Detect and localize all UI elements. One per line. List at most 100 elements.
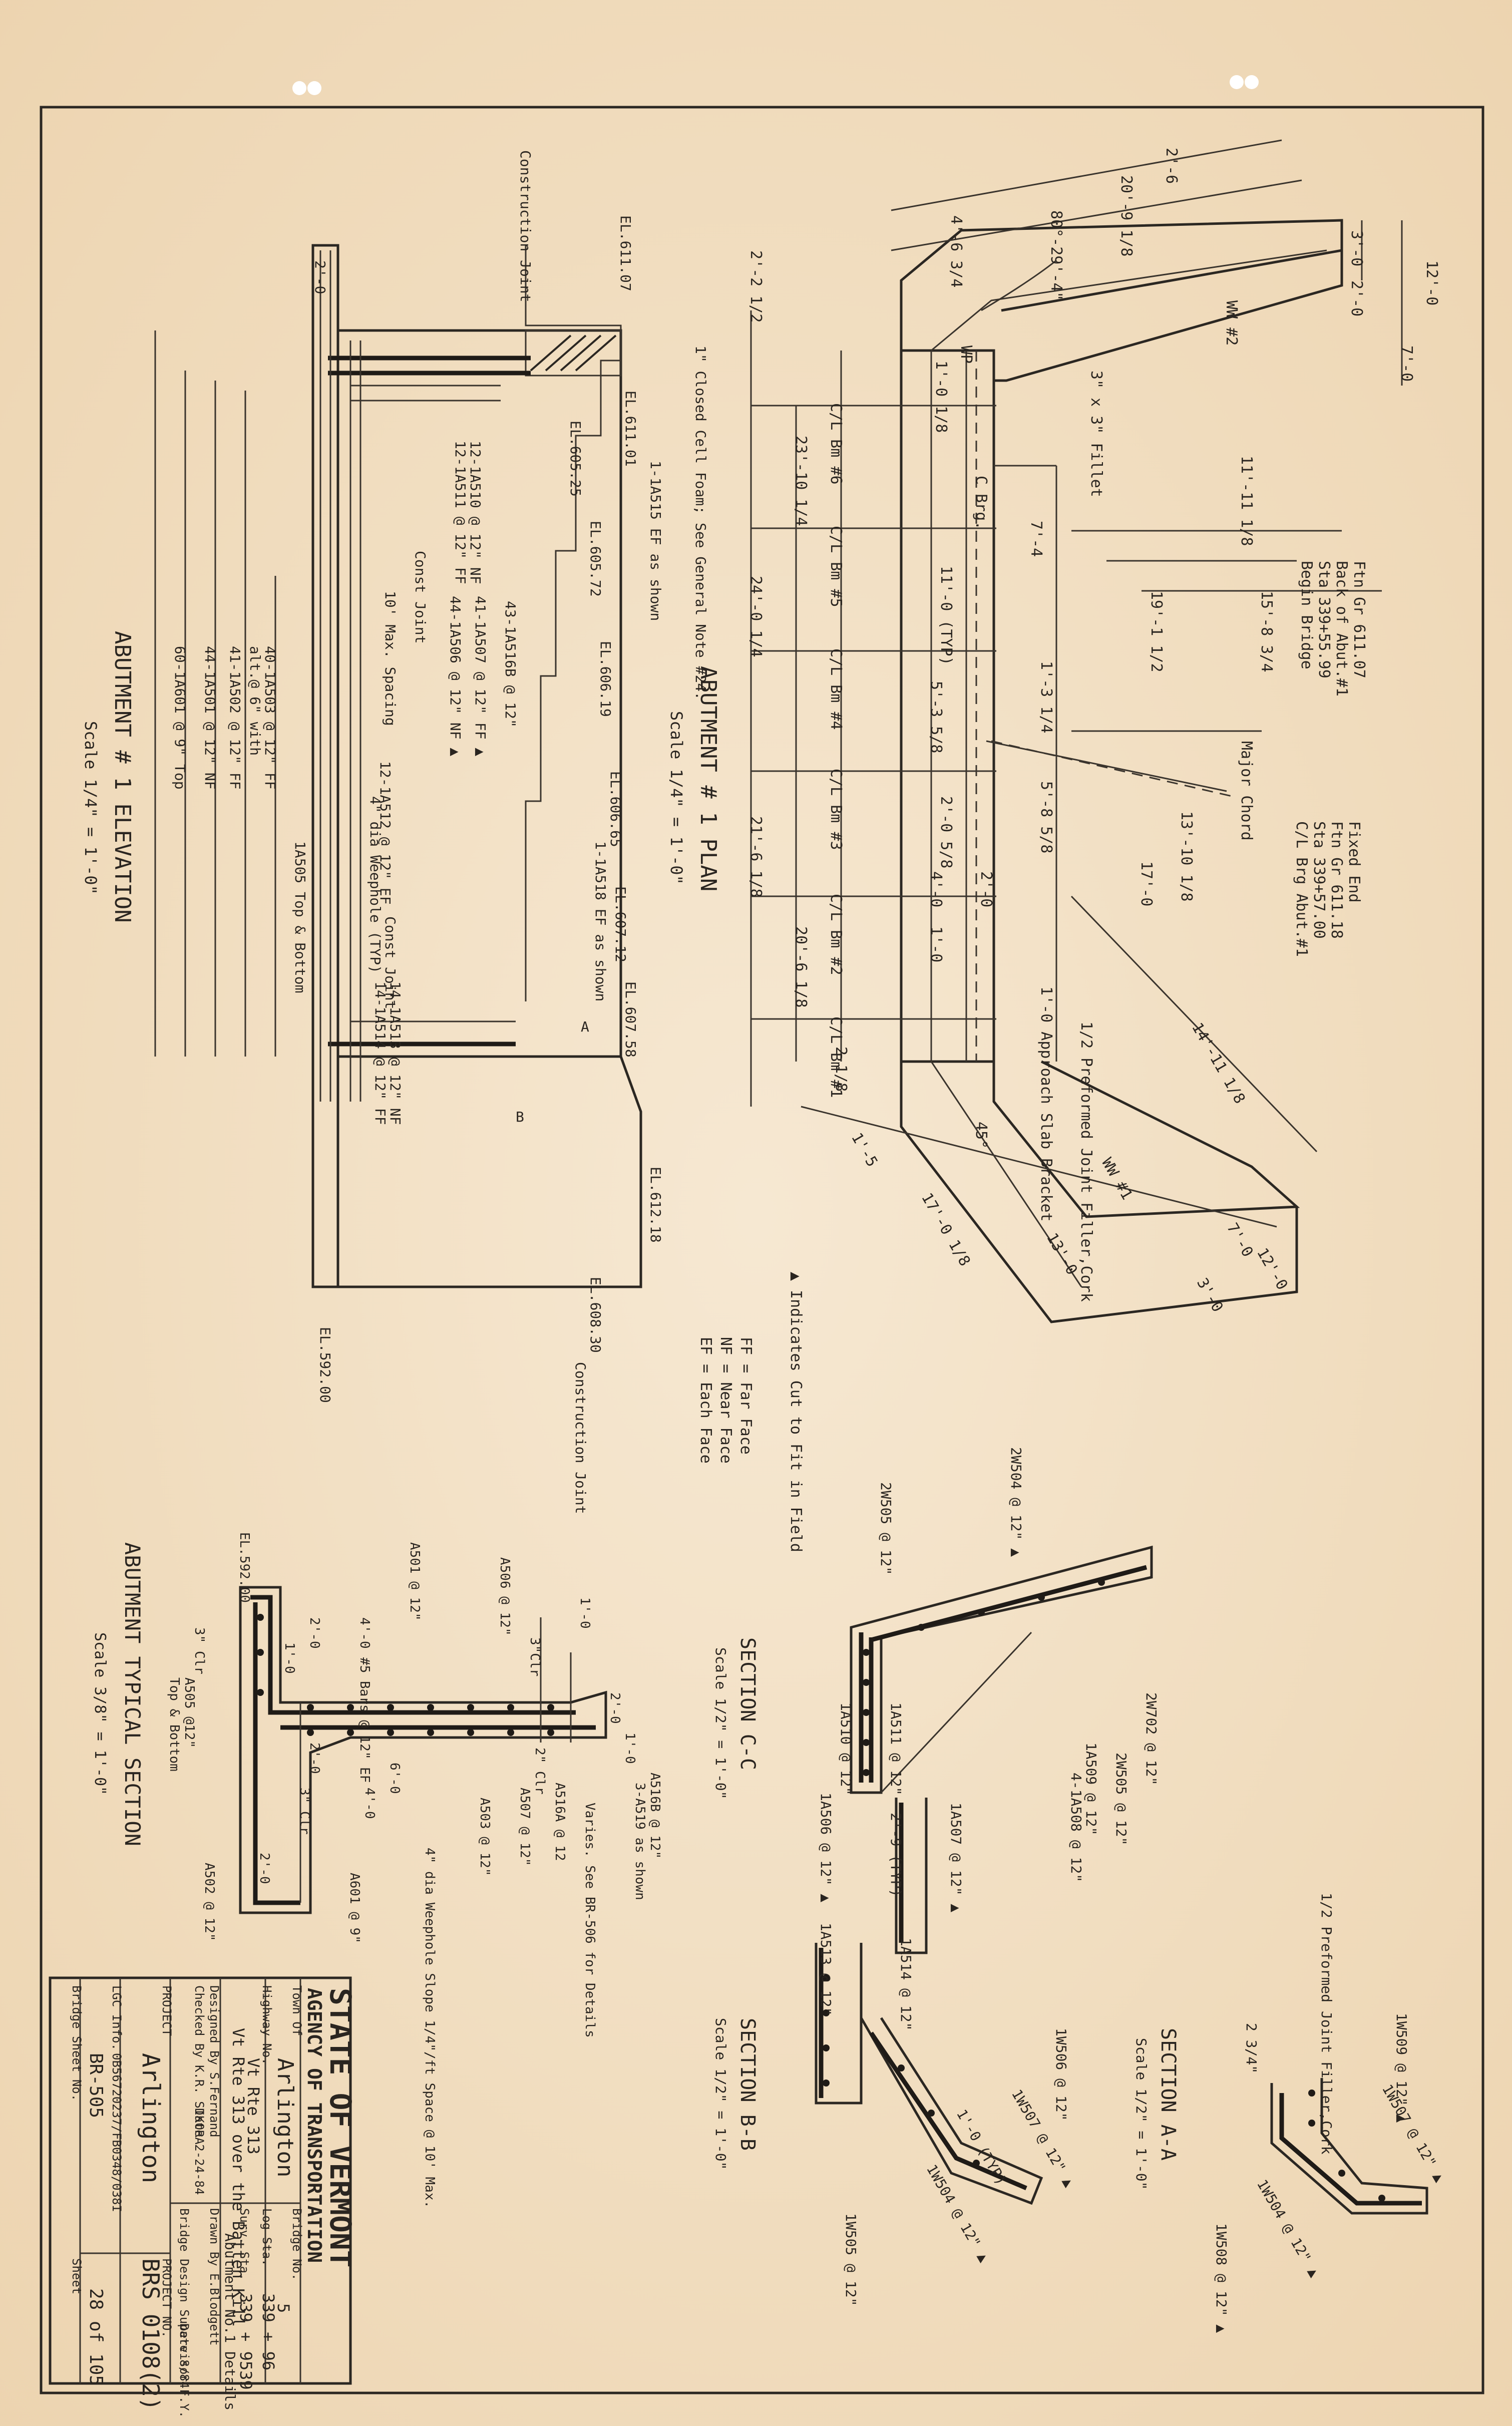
elev-weephole: 4" dia Weephole (TYP) xyxy=(367,796,384,973)
typical-title: ABUTMENT TYPICAL SECTION xyxy=(120,1542,145,1846)
tb-highway: Vt Rte 313 xyxy=(244,2058,263,2155)
dim-t: 2'-0 xyxy=(977,871,995,907)
elev-607-58: EL.607.58 xyxy=(622,981,639,1058)
beam-label-1: C/L Bm #1 xyxy=(827,1016,845,1098)
elev-a515: 1-1A515 EF as shown xyxy=(647,461,664,621)
elev-606-19: EL.606.19 xyxy=(597,641,614,717)
dim-overall: 2'-6 xyxy=(1163,148,1180,184)
dim-s: 4'-0 xyxy=(927,871,945,907)
legend-cut-note: ▲ Indicates Cut to Fit in Field xyxy=(787,1272,805,1552)
typ-one0b: 1'-0 xyxy=(282,1642,297,1674)
typ-two0d: 2'-0 xyxy=(607,1692,622,1724)
elev-closed-cell: 1" Closed Cell Foam; See General Note #2… xyxy=(692,345,709,700)
cc-label-8: 1A506 @ 12" ▲ xyxy=(818,1793,834,1902)
plan-scale: Scale 1/4" = 1'-0" xyxy=(667,711,686,885)
typical-scale: Scale 3/8" = 1'-0" xyxy=(91,1632,109,1795)
beam-label-6: C/L Bm #6 xyxy=(827,403,845,485)
typ-a519: 3-A519 as shown xyxy=(632,1783,647,1900)
typ-a516a: A516A @ 12 xyxy=(552,1783,567,1861)
tb-project-no: BRS 0108(2) xyxy=(137,2258,164,2411)
typ-six0: 6'-0 xyxy=(387,1763,402,1794)
bb-label-2: 1W506 @ 12" xyxy=(1053,2028,1069,2121)
elev-611-07: EL.611.07 xyxy=(617,215,634,291)
aa-label-0: 1/2 Preformed Joint Filler,Cork xyxy=(1318,1893,1335,2155)
dim-aa: 2 1/8 xyxy=(832,1047,850,1092)
elev-a505: 1A505 Top & Bottom xyxy=(292,841,308,993)
elevation-scale: Scale 1/4" = 1'-0" xyxy=(81,721,100,895)
beam-label-5: C/L Bm #5 xyxy=(827,526,845,607)
note-begin-bridge: Begin Bridge xyxy=(1298,561,1315,669)
typ-el: EL.592.00 xyxy=(237,1532,252,1603)
note-angle: 45° xyxy=(972,1122,990,1149)
note-major-chord: Major Chord xyxy=(1238,741,1255,841)
tb-surv-sta-label: Surv. Sta. xyxy=(237,2208,251,2281)
cc-label-10: 2'-9 (TYP) xyxy=(888,1813,904,1897)
dim-h: 11'-11 1/8 xyxy=(1238,456,1255,546)
plan-title: ABUTMENT # 1 PLAN xyxy=(695,666,721,891)
elev-dim-2-0: 2'-0 xyxy=(312,260,328,294)
dim-f: 7'-0 xyxy=(1398,345,1415,382)
section-cc-scale: Scale 1/2" = 1'-0" xyxy=(712,1647,729,1799)
note-brg-abut: C/L Brg Abut.#1 xyxy=(1293,821,1310,957)
elev-a-mark: A xyxy=(581,1018,589,1035)
cc-label-5: 4-1A508 @ 12" xyxy=(1068,1773,1084,1882)
typ-a502: A502 @ 12" xyxy=(202,1863,217,1941)
dim-m: 7'-4 xyxy=(1027,521,1045,557)
tb-agency: AGENCY OF TRANSPORTATION xyxy=(303,1988,325,2263)
typ-two-clr: 2" Clr xyxy=(532,1748,547,1795)
tb-log-sta-label: Log Sta. xyxy=(260,2208,274,2266)
tb-date2: Date 8/84 xyxy=(177,2323,191,2388)
elev-607-12: EL.607.12 xyxy=(612,886,629,962)
section-cc: 2W504 @ 12" ▲ 2W505 @ 12" 2W702 @ 12" 2W… xyxy=(712,1447,1160,1954)
elev-612-18: EL.612.18 xyxy=(647,1167,664,1243)
dim-x: 24'-0 1/4 xyxy=(747,576,765,657)
tb-sheet: 28 of 105 xyxy=(86,2288,106,2386)
bb-label-0: 1A513 @ 12" xyxy=(818,1923,834,2015)
elev-max-spacing: 10' Max. Spacing xyxy=(382,591,399,726)
dim-w: 23'-10 1/4 xyxy=(792,436,810,526)
elev-r2: 12-1A511 @ 12" FF xyxy=(452,441,469,584)
tb-town: Arlington xyxy=(272,2058,298,2177)
tb-bridge-no-label: Bridge No. xyxy=(290,2208,304,2281)
dim-k: 13'-10 1/8 xyxy=(1178,811,1195,902)
section-bb-title: SECTION B-B xyxy=(736,2018,759,2151)
title-block: STATE OF VERMONT AGENCY OF TRANSPORTATIO… xyxy=(49,1976,357,2426)
beam-label-3: C/L Bm #3 xyxy=(827,769,845,850)
tb-designed: Designed By S.Fernand xyxy=(207,1985,221,2137)
note-wp: WP xyxy=(957,345,975,364)
tb-town-label: Town Of xyxy=(290,1985,304,2036)
beam-label-2: C/L Bm #2 xyxy=(827,894,845,975)
typ-a503: A503 @ 12" xyxy=(477,1798,492,1876)
legend-nf: NF = Near Face xyxy=(717,1337,734,1464)
cc-label-3: 2W505 @ 12" xyxy=(1113,1753,1129,1845)
typ-one0: 1'-0 xyxy=(577,1597,592,1629)
aa-label-2: 1W509 @ 12" ▲ xyxy=(1393,2013,1410,2123)
note-ftn2: Ftn Gr 611.18 xyxy=(1328,821,1345,939)
note-ftn: Ftn Gr 611.07 xyxy=(1350,561,1368,678)
elev-r9b: alt.@ 6" with xyxy=(247,646,263,756)
typ-top-bottom: Top & Bottom xyxy=(167,1677,182,1772)
dim-l: 17'-0 xyxy=(1138,861,1155,906)
elevation-title: ABUTMENT # 1 ELEVATION xyxy=(110,631,135,923)
dim-y: 21'-6 1/8 xyxy=(747,816,765,898)
typ-a506: A506 @ 12" xyxy=(497,1557,512,1636)
tb-surv-sta: 339 + 9539 xyxy=(236,2293,255,2390)
aa-label-1: 2 3/4" xyxy=(1243,2023,1260,2073)
elev-a518: 1-1A518 EF as shown xyxy=(592,841,609,1001)
elev-r5: 43-1A516B @ 12" xyxy=(502,601,519,728)
typ-three-clr: 3" Clr xyxy=(192,1627,207,1674)
dim-j: 19'-1 1/2 xyxy=(1148,591,1165,672)
elev-605-25: EL.605.25 xyxy=(567,421,584,497)
tb-lgc-label: LGC Info. xyxy=(110,1985,124,2050)
legend-ff: FF = Far Face xyxy=(737,1337,754,1455)
section-aa-scale: Scale 1/2" = 1'-0" xyxy=(1133,2038,1150,2190)
tb-drawn: Drawn By E.Blodgett xyxy=(207,2208,221,2346)
elev-611-01: EL.611.01 xyxy=(622,391,639,467)
typ-varies: Varies. See BR-506 for Details xyxy=(582,1803,597,2038)
tb-supervisor: Bridge Design Supervisor F.Y. Bailkam xyxy=(177,2208,191,2426)
cc-label-1: 2W505 @ 12" xyxy=(878,1482,894,1575)
tb-sheet-no: BR-505 xyxy=(86,2053,106,2118)
note-sta2: Sta 339+57.00 xyxy=(1310,821,1328,939)
note-approach: 1'-0 Approach Slab Bracket xyxy=(1037,986,1055,1222)
